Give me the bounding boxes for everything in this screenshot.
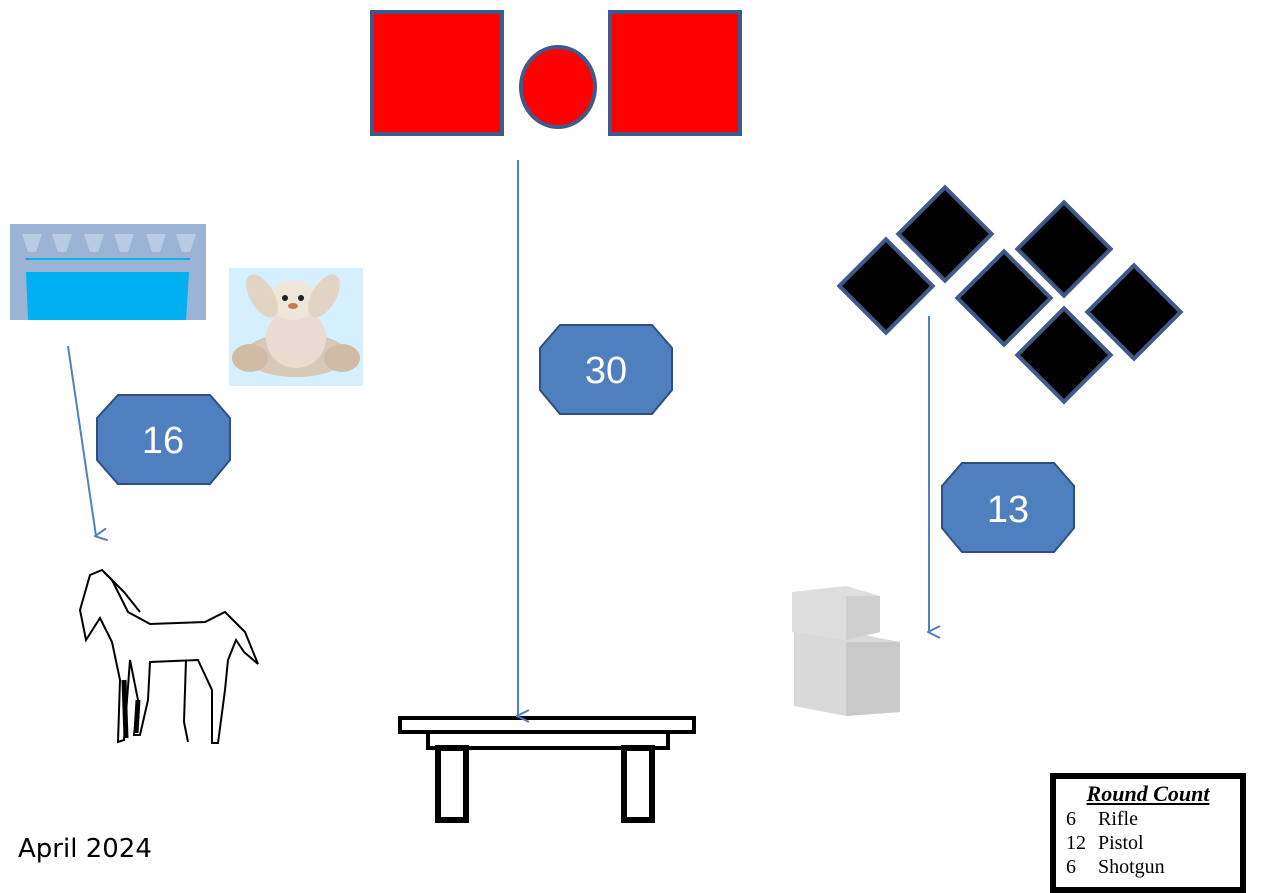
round-count-row: 12 Pistol — [1066, 831, 1230, 855]
round-count-number: 6 — [1066, 808, 1076, 830]
horse-icon — [78, 568, 259, 744]
diamond-target — [895, 184, 995, 284]
table-icon — [398, 716, 696, 823]
round-count-weapon: Rifle — [1098, 808, 1138, 830]
hay-bale-icon — [792, 586, 900, 716]
diamond-target — [836, 236, 936, 336]
badge-right-value: 13 — [987, 489, 1029, 531]
round-count-title: Round Count — [1086, 781, 1210, 806]
round-count-row: 6 Shotgun — [1066, 855, 1230, 879]
barrier-icon — [10, 224, 206, 320]
round-count-weapon: Pistol — [1098, 832, 1144, 854]
diamond-target — [1014, 305, 1114, 405]
red-square-target-left — [370, 10, 504, 136]
badge-left-value: 16 — [142, 420, 184, 462]
badge-right: 13 — [941, 462, 1075, 553]
round-count-row: 6 Rifle — [1066, 807, 1230, 831]
diamond-target-group — [836, 184, 1184, 405]
badge-center-value: 30 — [585, 350, 627, 392]
badge-left: 16 — [96, 394, 231, 485]
red-round-target — [519, 45, 597, 129]
badge-center: 30 — [539, 324, 673, 415]
round-count-number: 6 — [1066, 856, 1076, 878]
bunny-plush-icon — [229, 268, 363, 386]
diamond-target — [1084, 262, 1184, 362]
round-count-number: 12 — [1066, 832, 1086, 854]
round-count-weapon: Shotgun — [1098, 856, 1165, 878]
red-target-group — [370, 10, 742, 136]
red-square-target-right — [608, 10, 742, 136]
diamond-target — [1014, 199, 1114, 299]
date-label: April 2024 — [18, 834, 152, 864]
arrow-left — [67, 345, 96, 536]
diamond-target — [954, 248, 1054, 348]
